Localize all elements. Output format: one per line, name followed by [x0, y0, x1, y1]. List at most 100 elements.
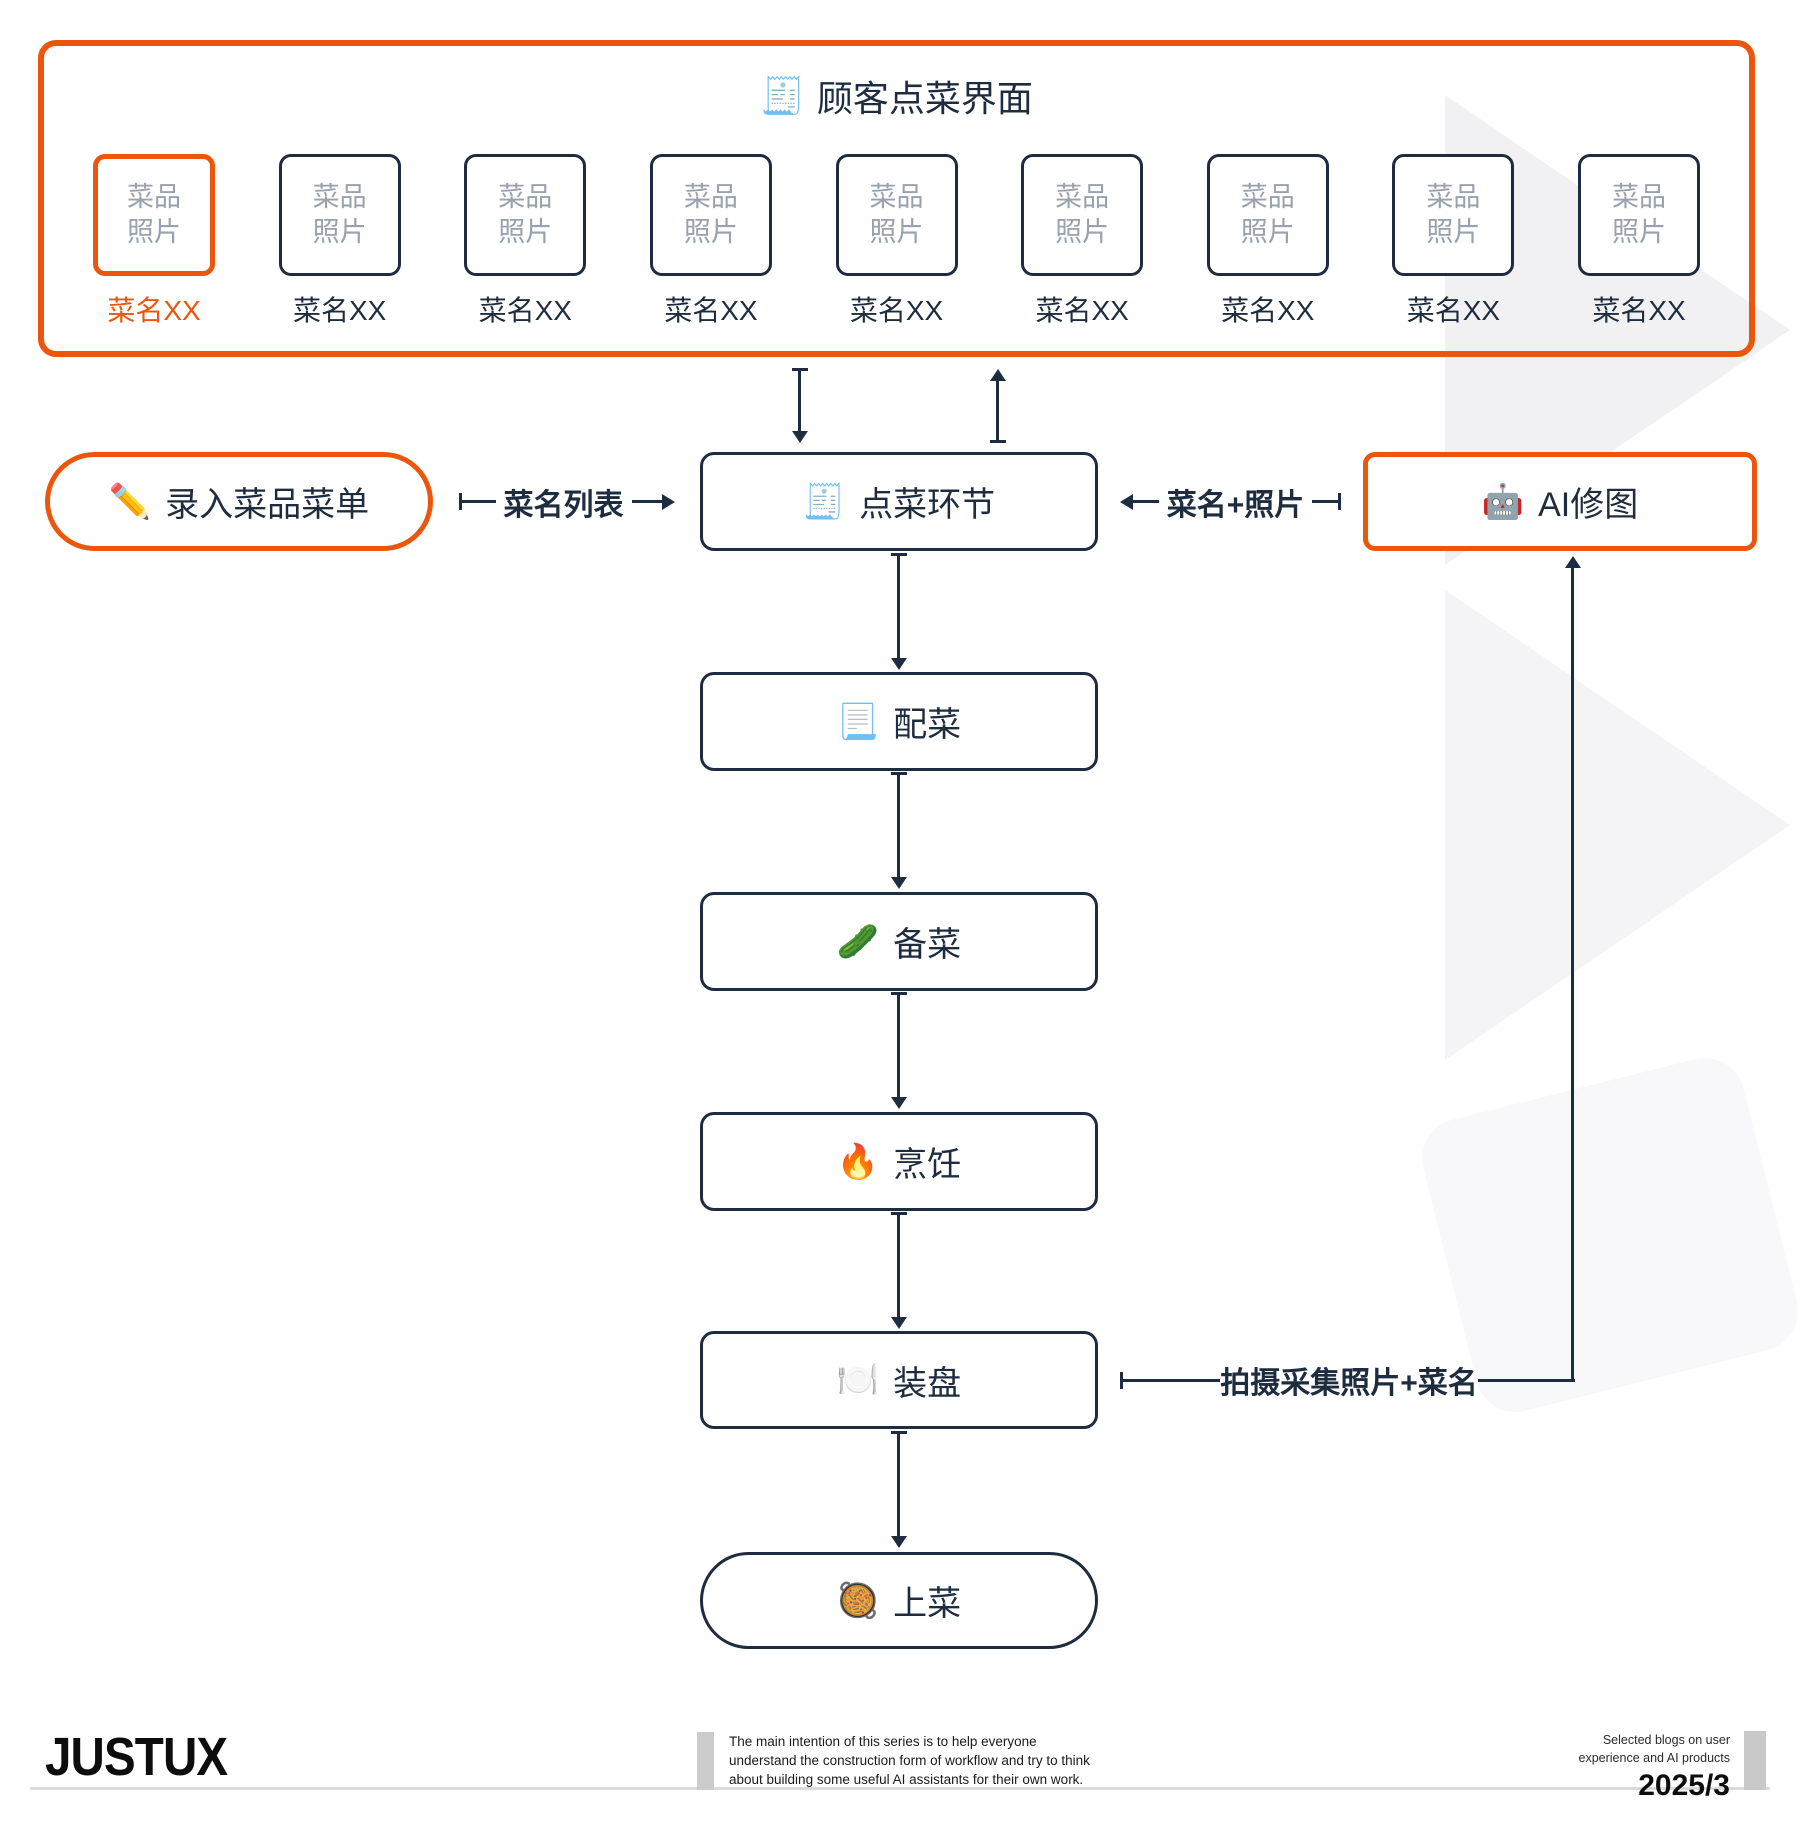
photo-text-line2: 照片 [312, 217, 367, 247]
connector-line [1123, 1378, 1221, 1382]
connector-start-tick [1120, 1371, 1123, 1389]
photo-text-line1: 菜品 [683, 181, 738, 212]
panel-title: 🧾 顾客点菜界面 [44, 70, 1749, 122]
menu-list-connector: 菜名列表 [433, 452, 700, 551]
dish-photo-placeholder: 菜品 照片 [835, 154, 958, 276]
photo-text-line1: 菜品 [869, 181, 924, 212]
arrow-beicai-to-cooking [890, 992, 907, 1109]
page-icon: 📃 [836, 702, 880, 741]
connector-line [1312, 500, 1339, 503]
footer-note-marker [697, 1732, 714, 1790]
arrow-plating-to-serving [890, 1431, 907, 1548]
step-node-cooking: 🔥 烹饪 [700, 1112, 1098, 1211]
footer-tagline-line: Selected blogs on user [1602, 1733, 1730, 1747]
connector-start-tick [458, 493, 462, 510]
arrow-ordering-to-peicai [890, 553, 907, 670]
dish-name-label: 菜名XX [1221, 295, 1315, 326]
watermark-chevron-middle [1445, 590, 1790, 1060]
photo-text-line2: 照片 [127, 217, 181, 247]
step-label: 备菜 [893, 926, 962, 964]
dish-photo-placeholder: 菜品 照片 [93, 154, 215, 276]
panel-title-text: 顾客点菜界面 [816, 78, 1033, 119]
dish-card: 菜品 照片 菜名XX [1202, 154, 1334, 329]
step-node-beicai: 🥒 备菜 [700, 892, 1098, 991]
footer-divider [30, 1787, 1770, 1790]
pencil-icon: ✏️ [108, 482, 152, 521]
dish-photo-placeholder: 菜品 照片 [464, 154, 587, 276]
photo-text-line2: 照片 [1240, 217, 1295, 247]
ordering-label: 点菜环节 [859, 486, 996, 524]
dish-name-label: 菜名XX [664, 295, 758, 326]
photo-text-line2: 照片 [683, 217, 738, 247]
dish-name-label: 菜名XX [107, 295, 201, 326]
footer-note: The main intention of this series is to … [697, 1732, 1090, 1790]
ai-retouch-label: AI修图 [1538, 486, 1639, 524]
step-label: 配菜 [893, 706, 962, 744]
connector-label: 菜名列表 [503, 488, 624, 522]
photo-text-line2: 照片 [1612, 217, 1666, 247]
dish-card: 菜品 照片 菜名XX [1387, 154, 1519, 329]
pan-icon: 🥘 [836, 1581, 880, 1620]
connector-line [1132, 500, 1159, 503]
dish-card: 菜品 照片 菜名XX [1016, 154, 1148, 329]
step-label: 装盘 [893, 1364, 962, 1403]
arrow-up-ordering-to-panel [989, 369, 1006, 443]
connector-line [461, 500, 496, 503]
dish-name-label: 菜名XX [478, 295, 572, 326]
receipt-icon: 🧾 [802, 482, 846, 521]
photo-text-line2: 照片 [1426, 217, 1481, 247]
dish-card: 菜品 照片 菜名XX [1573, 154, 1705, 329]
dish-cards-row: 菜品 照片 菜名XX 菜品 照片 菜名XX 菜品 照片 菜名XX [88, 154, 1705, 329]
issue-date: 2025/3 [1638, 1769, 1730, 1803]
footer-right-marker [1744, 1731, 1766, 1790]
footer-note-line: understand the construction form of work… [729, 1753, 1090, 1769]
dish-name-label: 菜名XX [1406, 295, 1501, 326]
dish-name-label: 菜名XX [292, 295, 387, 326]
arrow-right-icon [661, 493, 675, 510]
connector-end-tick [1338, 493, 1342, 510]
dish-photo-placeholder: 菜品 照片 [1206, 154, 1329, 276]
cucumber-icon: 🥒 [836, 922, 880, 961]
arrow-peicai-to-beicai [890, 772, 907, 889]
connector-label: 菜名+照片 [1166, 488, 1305, 522]
step-node-plating: 🍽️ 装盘 [700, 1331, 1098, 1429]
arrow-left-icon [1119, 493, 1133, 510]
footer-note-line: about building some useful AI assistants… [729, 1772, 1084, 1788]
dish-card: 菜品 照片 菜名XX [274, 154, 406, 329]
plate-icon: 🍽️ [836, 1361, 880, 1399]
footer-tagline-line: experience and AI products [1578, 1751, 1731, 1766]
dish-name-label: 菜名XX [849, 295, 944, 326]
robot-icon: 🤖 [1481, 482, 1525, 521]
photo-text-line1: 菜品 [1612, 181, 1666, 212]
footer-note-text: The main intention of this series is to … [729, 1732, 1090, 1789]
dish-photo-placeholder: 菜品 照片 [1021, 154, 1144, 276]
brand-logo: JUSTUX [45, 1727, 228, 1787]
dish-photo-placeholder: 菜品 照片 [1392, 154, 1515, 276]
arrow-down-panel-to-ordering [791, 368, 808, 443]
dish-card: 菜品 照片 菜名XX [88, 154, 220, 329]
name-photo-connector: 菜名+照片 [1098, 452, 1363, 551]
dish-name-label: 菜名XX [1035, 295, 1129, 326]
receipt-icon: 🧾 [760, 75, 805, 116]
dish-name-label: 菜名XX [1592, 295, 1686, 326]
dish-card: 菜品 照片 菜名XX [831, 154, 963, 329]
dish-photo-placeholder: 菜品 照片 [649, 154, 772, 276]
connector-line [1477, 1378, 1575, 1382]
photo-text-line1: 菜品 [498, 181, 553, 212]
entry-menu-node: ✏️ 录入菜品菜单 [45, 452, 433, 551]
dish-card: 菜品 照片 菜名XX [645, 154, 777, 329]
order-ui-panel: 🧾 顾客点菜界面 菜品 照片 菜名XX 菜品 照片 菜名XX 菜品 [38, 40, 1755, 357]
step-node-serving: 🥘 上菜 [700, 1552, 1098, 1649]
photo-text-line1: 菜品 [1055, 181, 1110, 212]
dish-photo-placeholder: 菜品 照片 [1578, 154, 1700, 276]
photo-text-line2: 照片 [498, 217, 553, 247]
fire-icon: 🔥 [836, 1142, 880, 1181]
arrow-cooking-to-plating [890, 1212, 907, 1329]
photo-text-line2: 照片 [869, 217, 924, 247]
photo-text-line1: 菜品 [312, 181, 367, 212]
photo-text-line1: 菜品 [1426, 181, 1481, 212]
feedback-connector: 拍摄采集照片+菜名 [1098, 1331, 1575, 1429]
ordering-node: 🧾 点菜环节 [700, 452, 1098, 551]
step-label: 烹饪 [893, 1146, 962, 1184]
